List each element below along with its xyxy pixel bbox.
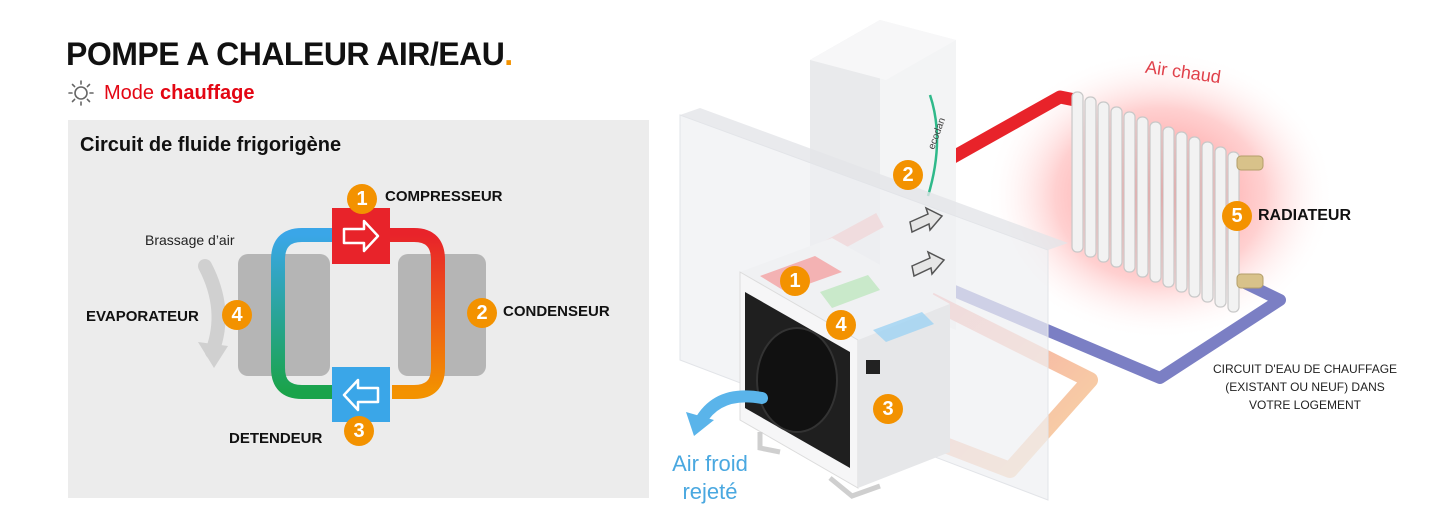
- radiator-fin: [1227, 151, 1240, 313]
- indoor-unit-top: [810, 20, 956, 80]
- cold-air-line-2: rejeté: [682, 479, 738, 504]
- compressor-arrow-icon: [342, 219, 380, 253]
- water-return-circuit: [949, 277, 1286, 384]
- radiator-fin: [1123, 111, 1136, 273]
- pipe-right: [388, 228, 445, 399]
- heating-circuit-line-3: VOTRE LOGEMENT: [1248, 398, 1361, 412]
- outdoor-top-blue: [873, 312, 934, 342]
- badge-outdoor-compressor: 1: [780, 266, 810, 296]
- badge-compressor: 1: [347, 184, 377, 214]
- air-mixing-label: Brassage d’air: [145, 232, 235, 248]
- radiator-fin: [1110, 106, 1123, 268]
- radiator-icon: [1071, 91, 1264, 313]
- page-title: POMPE A CHALEUR AIR/EAU.: [66, 36, 513, 73]
- indoor-swoosh: [926, 94, 939, 197]
- sun-icon: [68, 80, 94, 106]
- badge-condenser: 2: [467, 298, 497, 328]
- air-mixing-arrow-icon: [198, 259, 226, 359]
- outdoor-top-green: [820, 275, 880, 308]
- heating-circuit-line-2: (EXISTANT OU NEUF) DANS: [1225, 380, 1385, 394]
- heating-circuit-label: CIRCUIT D'EAU DE CHAUFFAGE (EXISTANT OU …: [1190, 360, 1420, 414]
- transfer-arrow-2-icon: [911, 250, 946, 278]
- expansion-valve-box: [332, 367, 390, 422]
- radiator-fin: [1201, 141, 1214, 303]
- transfer-arrow-1-icon: [909, 206, 944, 234]
- radiator-fin: [1136, 116, 1149, 278]
- cold-air-arrow-icon: [694, 390, 768, 428]
- label-expansion-valve: DETENDEUR: [229, 430, 323, 447]
- cold-air-label: Air froid rejeté: [650, 450, 770, 506]
- badge-evaporator: 4: [222, 300, 252, 330]
- mode-prefix: Mode: [104, 81, 155, 104]
- label-condenser: CONDENSEUR: [503, 303, 610, 320]
- expansion-arrow-icon: [342, 378, 380, 412]
- house-wall-edge: [680, 108, 1068, 250]
- cold-air-line-1: Air froid: [672, 451, 748, 476]
- radiator-fin: [1175, 131, 1188, 293]
- heating-circuit-line-1: CIRCUIT D'EAU DE CHAUFFAGE: [1212, 362, 1398, 376]
- label-evaporator: EVAPORATEUR: [86, 308, 199, 325]
- outdoor-feet: [757, 432, 881, 499]
- badge-expansion-valve: 3: [344, 416, 374, 446]
- radiator-fin: [1188, 136, 1201, 298]
- badge-outdoor-expansion: 3: [873, 394, 903, 424]
- outdoor-logo-icon: [866, 360, 880, 374]
- label-radiator: RADIATEUR: [1258, 207, 1352, 224]
- badge-indoor-condenser: 2: [893, 160, 923, 190]
- radiator-fin: [1214, 146, 1227, 308]
- outdoor-fan-icon: [756, 327, 838, 433]
- title-dot: .: [504, 36, 513, 72]
- radiator-fin: [1097, 101, 1110, 263]
- outdoor-unit-side: [858, 304, 950, 488]
- cycle-panel-title: Circuit de fluide frigorigène: [80, 134, 342, 156]
- radiator-fin: [1084, 96, 1097, 258]
- badge-radiator: 5: [1222, 201, 1252, 231]
- mode-indicator: Mode chauffage: [66, 80, 255, 106]
- pipe-left: [271, 228, 334, 399]
- badge-outdoor-evaporator: 4: [826, 310, 856, 340]
- page-title-text: POMPE A CHALEUR AIR/EAU: [66, 36, 505, 72]
- compressor-box: [332, 208, 390, 264]
- label-compressor: COMPRESSEUR: [385, 188, 503, 205]
- radiator-fin: [1071, 91, 1084, 253]
- hot-water-pipe: [944, 90, 1077, 166]
- radiator-fin: [1162, 126, 1175, 288]
- radiator-fin: [1149, 121, 1162, 283]
- mode-value: chauffage: [160, 81, 255, 104]
